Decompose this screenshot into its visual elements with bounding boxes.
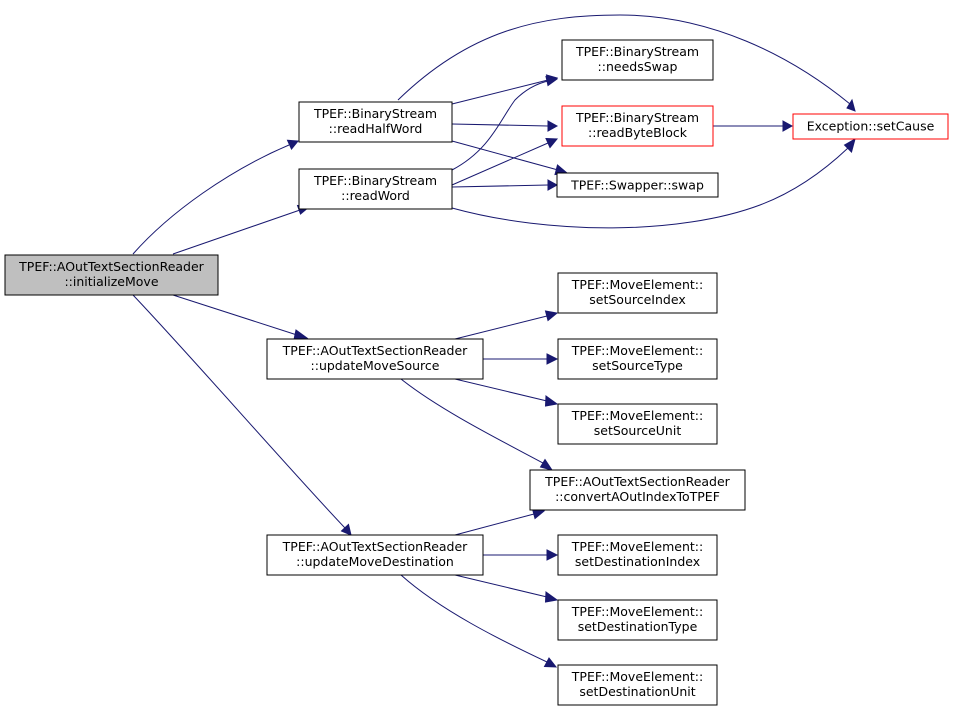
node-update-move-destination-line1: TPEF::AOutTextSectionReader [282, 539, 469, 554]
node-needs-swap-line2: ::needsSwap [598, 59, 678, 74]
edge-readByteBlock-to-setCause [713, 120, 794, 132]
edge-updateMoveSource-to-convert [400, 378, 554, 471]
node-set-source-unit-line1: TPEF::MoveElement:: [571, 408, 703, 423]
node-read-half-word-line2: ::readHalfWord [329, 121, 423, 136]
node-needs-swap[interactable]: TPEF::BinaryStream ::needsSwap [561, 39, 714, 81]
node-read-word-line2: ::readWord [341, 188, 410, 203]
edge-readHalfWord-to-setCause [397, 14, 856, 112]
node-convert-aout-index-line1: TPEF::AOutTextSectionReader [544, 474, 731, 489]
edge-readHalfWord-to-readByteBlock [451, 120, 559, 132]
edge-root-to-readWord [172, 204, 311, 255]
node-set-destination-type-line2: setDestinationType [578, 619, 698, 634]
node-convert-aout-index[interactable]: TPEF::AOutTextSectionReader ::convertAOu… [529, 469, 746, 511]
edge-updateMoveDestination-to-setDestinationUnit [400, 574, 558, 668]
edge-root-to-readHalfWord [132, 139, 299, 255]
node-read-half-word-line1: TPEF::BinaryStream [313, 106, 437, 121]
node-set-destination-index-line2: setDestinationIndex [575, 554, 700, 569]
node-convert-aout-index-line2: ::convertAOutIndexToTPEF [555, 489, 720, 504]
node-set-source-type-line1: TPEF::MoveElement:: [571, 343, 703, 358]
node-set-source-type[interactable]: TPEF::MoveElement:: setSourceType [557, 338, 718, 380]
node-initialize-move-line2: ::initializeMove [64, 274, 158, 289]
node-set-source-unit[interactable]: TPEF::MoveElement:: setSourceUnit [557, 403, 718, 445]
node-set-source-index-line2: setSourceIndex [589, 292, 685, 307]
node-set-source-index-line1: TPEF::MoveElement:: [571, 277, 703, 292]
edge-readHalfWord-to-needsSwap [451, 74, 559, 105]
edge-updateMoveSource-to-setSourceUnit [454, 378, 559, 407]
edge-readWord-to-setCause [451, 137, 856, 229]
node-set-destination-type-line1: TPEF::MoveElement:: [571, 604, 703, 619]
edge-updateMoveDestination-to-convert [454, 508, 546, 536]
node-set-source-index[interactable]: TPEF::MoveElement:: setSourceIndex [557, 272, 718, 314]
node-update-move-destination-line2: ::updateMoveDestination [296, 554, 454, 569]
edge-updateMoveDestination-to-setDestinationIndex [483, 549, 559, 561]
edge-readWord-to-swap [451, 179, 559, 191]
edge-updateMoveDestination-to-setDestinationType [454, 574, 559, 603]
node-swapper-swap[interactable]: TPEF::Swapper::swap [556, 172, 719, 198]
node-set-cause-label: Exception::setCause [807, 119, 935, 134]
node-set-destination-unit-line2: setDestinationUnit [579, 684, 695, 699]
node-swapper-swap-label: TPEF::Swapper::swap [570, 178, 704, 193]
node-set-cause[interactable]: Exception::setCause [792, 113, 949, 140]
node-set-destination-type[interactable]: TPEF::MoveElement:: setDestinationType [557, 599, 718, 641]
node-read-word[interactable]: TPEF::BinaryStream ::readWord [298, 168, 453, 210]
node-set-destination-index-line1: TPEF::MoveElement:: [571, 539, 703, 554]
node-set-source-unit-line2: setSourceUnit [594, 423, 682, 438]
edge-updateMoveSource-to-setSourceType [483, 353, 559, 365]
node-set-destination-index[interactable]: TPEF::MoveElement:: setDestinationIndex [557, 534, 718, 576]
node-update-move-source[interactable]: TPEF::AOutTextSectionReader ::updateMove… [266, 338, 484, 380]
node-read-byte-block-line2: ::readByteBlock [588, 125, 688, 140]
node-update-move-source-line1: TPEF::AOutTextSectionReader [282, 343, 469, 358]
node-needs-swap-line1: TPEF::BinaryStream [575, 44, 699, 59]
node-read-byte-block-line1: TPEF::BinaryStream [575, 110, 699, 125]
edge-updateMoveSource-to-setSourceIndex [454, 310, 559, 340]
edge-readWord-to-readByteBlock [451, 137, 559, 186]
edge-root-to-updateMoveDestination [132, 294, 352, 536]
node-read-word-line1: TPEF::BinaryStream [313, 173, 437, 188]
node-set-source-type-line2: setSourceType [592, 358, 683, 373]
node-initialize-move-line1: TPEF::AOutTextSectionReader [18, 259, 205, 274]
node-read-half-word[interactable]: TPEF::BinaryStream ::readHalfWord [298, 101, 453, 143]
node-update-move-destination[interactable]: TPEF::AOutTextSectionReader ::updateMove… [266, 534, 484, 576]
node-update-move-source-line2: ::updateMoveSource [311, 358, 440, 373]
edge-readWord-to-needsSwap [451, 75, 559, 171]
node-set-destination-unit-line1: TPEF::MoveElement:: [571, 669, 703, 684]
node-read-byte-block[interactable]: TPEF::BinaryStream ::readByteBlock [561, 105, 714, 147]
edge-root-to-updateMoveSource [172, 294, 309, 341]
node-initialize-move[interactable]: TPEF::AOutTextSectionReader ::initialize… [4, 254, 219, 296]
node-set-destination-unit[interactable]: TPEF::MoveElement:: setDestinationUnit [557, 664, 718, 706]
